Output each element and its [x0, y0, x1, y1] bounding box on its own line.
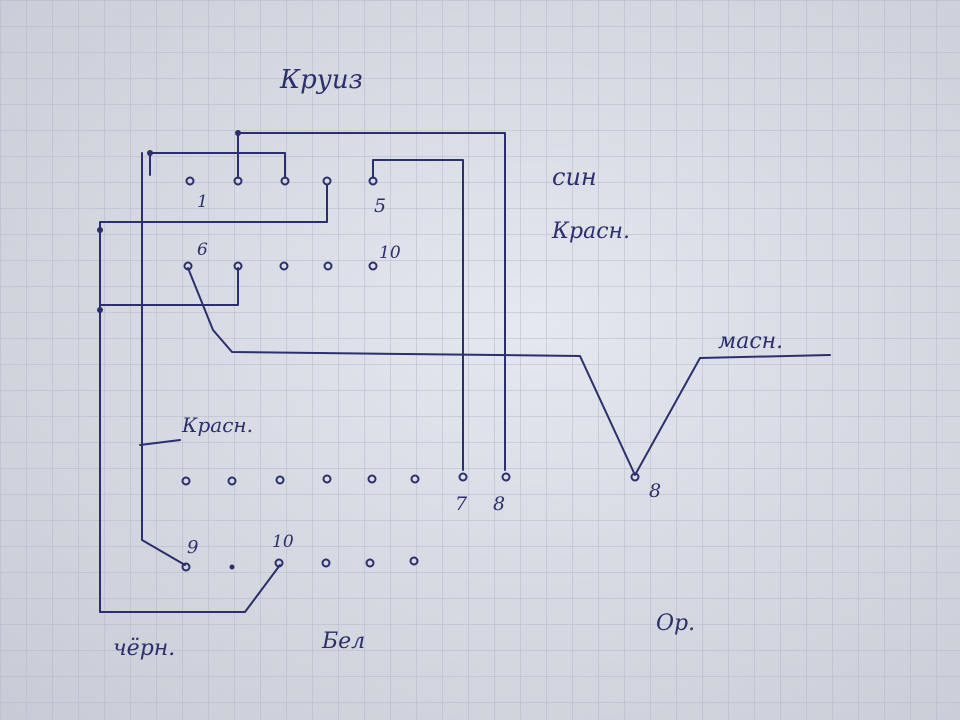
pin-r3-1	[181, 476, 191, 486]
label-krasn-left: Красн.	[181, 413, 253, 437]
pin-r1-5	[368, 176, 378, 186]
pin-r2-5	[368, 261, 378, 271]
pins	[181, 176, 640, 572]
wire-left-vertical	[141, 152, 186, 566]
pin-r3-4	[322, 474, 332, 484]
pin-r4-1	[181, 562, 191, 572]
num-r1-first: 1	[197, 192, 208, 212]
pin-r3-3	[275, 475, 285, 485]
pin-r2-2	[233, 261, 243, 271]
pin-r1-1	[185, 176, 195, 186]
label-mass: масн.	[718, 329, 783, 354]
num-r4-third: 10	[272, 532, 294, 552]
wire-krasn	[372, 159, 464, 471]
pin-r2-1	[183, 261, 193, 271]
pin-r4-3	[274, 558, 284, 568]
pin-r1-3	[280, 176, 290, 186]
title-label: Круиз	[279, 65, 363, 95]
num-r2-last: 10	[379, 243, 401, 263]
label-chern: чёрн.	[113, 636, 175, 661]
wire-row2-pin7	[99, 267, 239, 306]
wires	[99, 132, 831, 613]
pin-r4-5	[365, 558, 375, 568]
pin-loose-8	[630, 472, 640, 482]
num-r3-eighth: 8	[493, 493, 505, 515]
wire-top-left	[149, 152, 286, 179]
num-r4-first: 9	[187, 537, 198, 558]
label-sin: син	[552, 163, 597, 191]
label-or: Ор.	[656, 611, 695, 636]
wire-pin4	[99, 184, 328, 613]
pin-r3-7	[458, 472, 468, 482]
num-r3-seventh: 7	[455, 493, 468, 515]
pin-r2-3	[279, 261, 289, 271]
pin-r3-2	[227, 476, 237, 486]
num-loose-pin: 8	[649, 480, 661, 502]
num-r2-first: 6	[197, 240, 208, 260]
wire-krasn-left	[139, 439, 181, 446]
pin-r3-8	[501, 472, 511, 482]
label-krasn-top: Красн.	[551, 219, 630, 244]
pin-r3-6	[410, 474, 420, 484]
num-r1-fifth: 5	[374, 195, 386, 217]
pin-r1-2	[233, 176, 243, 186]
pin-r3-5	[367, 474, 377, 484]
pin-r4-4	[321, 558, 331, 568]
junction-dots	[97, 130, 241, 313]
pin-r4-6	[409, 556, 419, 566]
pin-r2-4	[323, 261, 333, 271]
wire-sin	[237, 132, 506, 471]
wire-pin6	[187, 267, 831, 476]
pin-r4-2	[229, 564, 235, 570]
label-bel: Бел	[321, 629, 365, 654]
pin-r1-4	[322, 176, 332, 186]
